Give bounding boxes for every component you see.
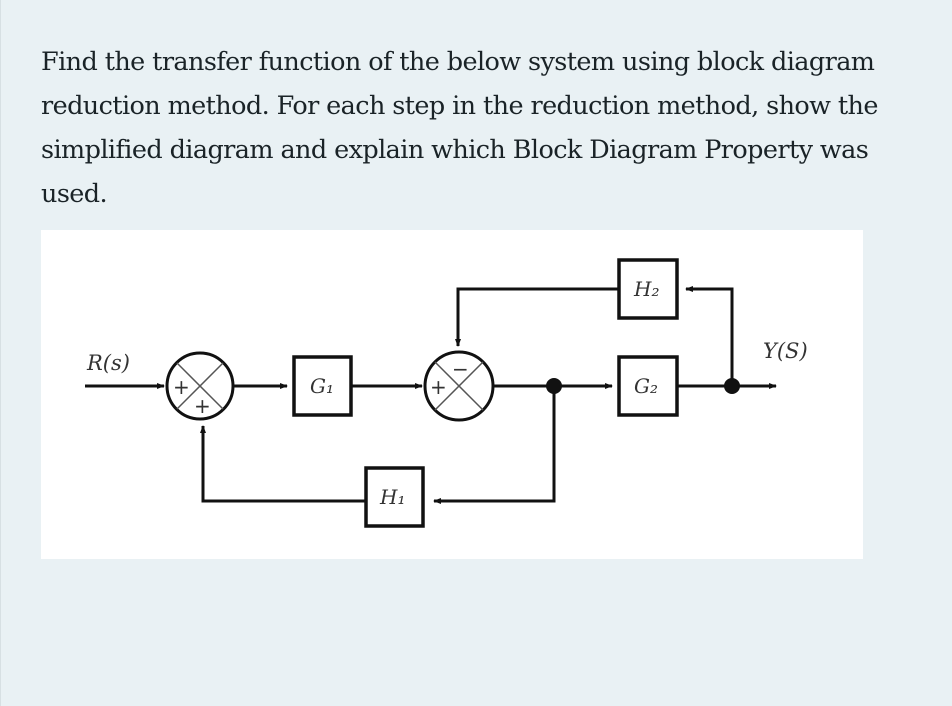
feedback-path-h2-to-sum2 [455,287,619,347]
block-h2: H₂ [617,258,679,320]
feedback-path-to-h1 [433,386,556,504]
sum1-left-sign: + [173,375,190,399]
block-h1: H₁ [364,466,425,528]
input-label: R(s) [86,351,130,375]
page-left-border [0,0,1,706]
feedback-path-to-h2 [685,286,734,386]
summing-junction-2: + − [423,350,495,422]
h1-label: H₁ [379,485,405,509]
block-diagram-figure: R(s) + + G₁ + − [41,230,863,559]
block-diagram-svg: R(s) + + G₁ + − [85,258,808,528]
summing-junction-1: + + [165,351,235,421]
question-text: Find the transfer function of the below … [41,47,878,209]
sum2-top-sign: − [452,357,469,381]
block-g2: G₂ [617,355,679,417]
sum1-bottom-sign: + [194,394,211,418]
g2-label: G₂ [634,374,658,398]
block-g1: G₁ [292,355,353,417]
feedback-path-h1-to-sum1 [200,425,366,503]
output-label: Y(S) [763,339,808,363]
g1-label: G₁ [310,374,334,398]
h2-label: H₂ [633,277,659,301]
sum2-left-sign: + [430,375,447,399]
